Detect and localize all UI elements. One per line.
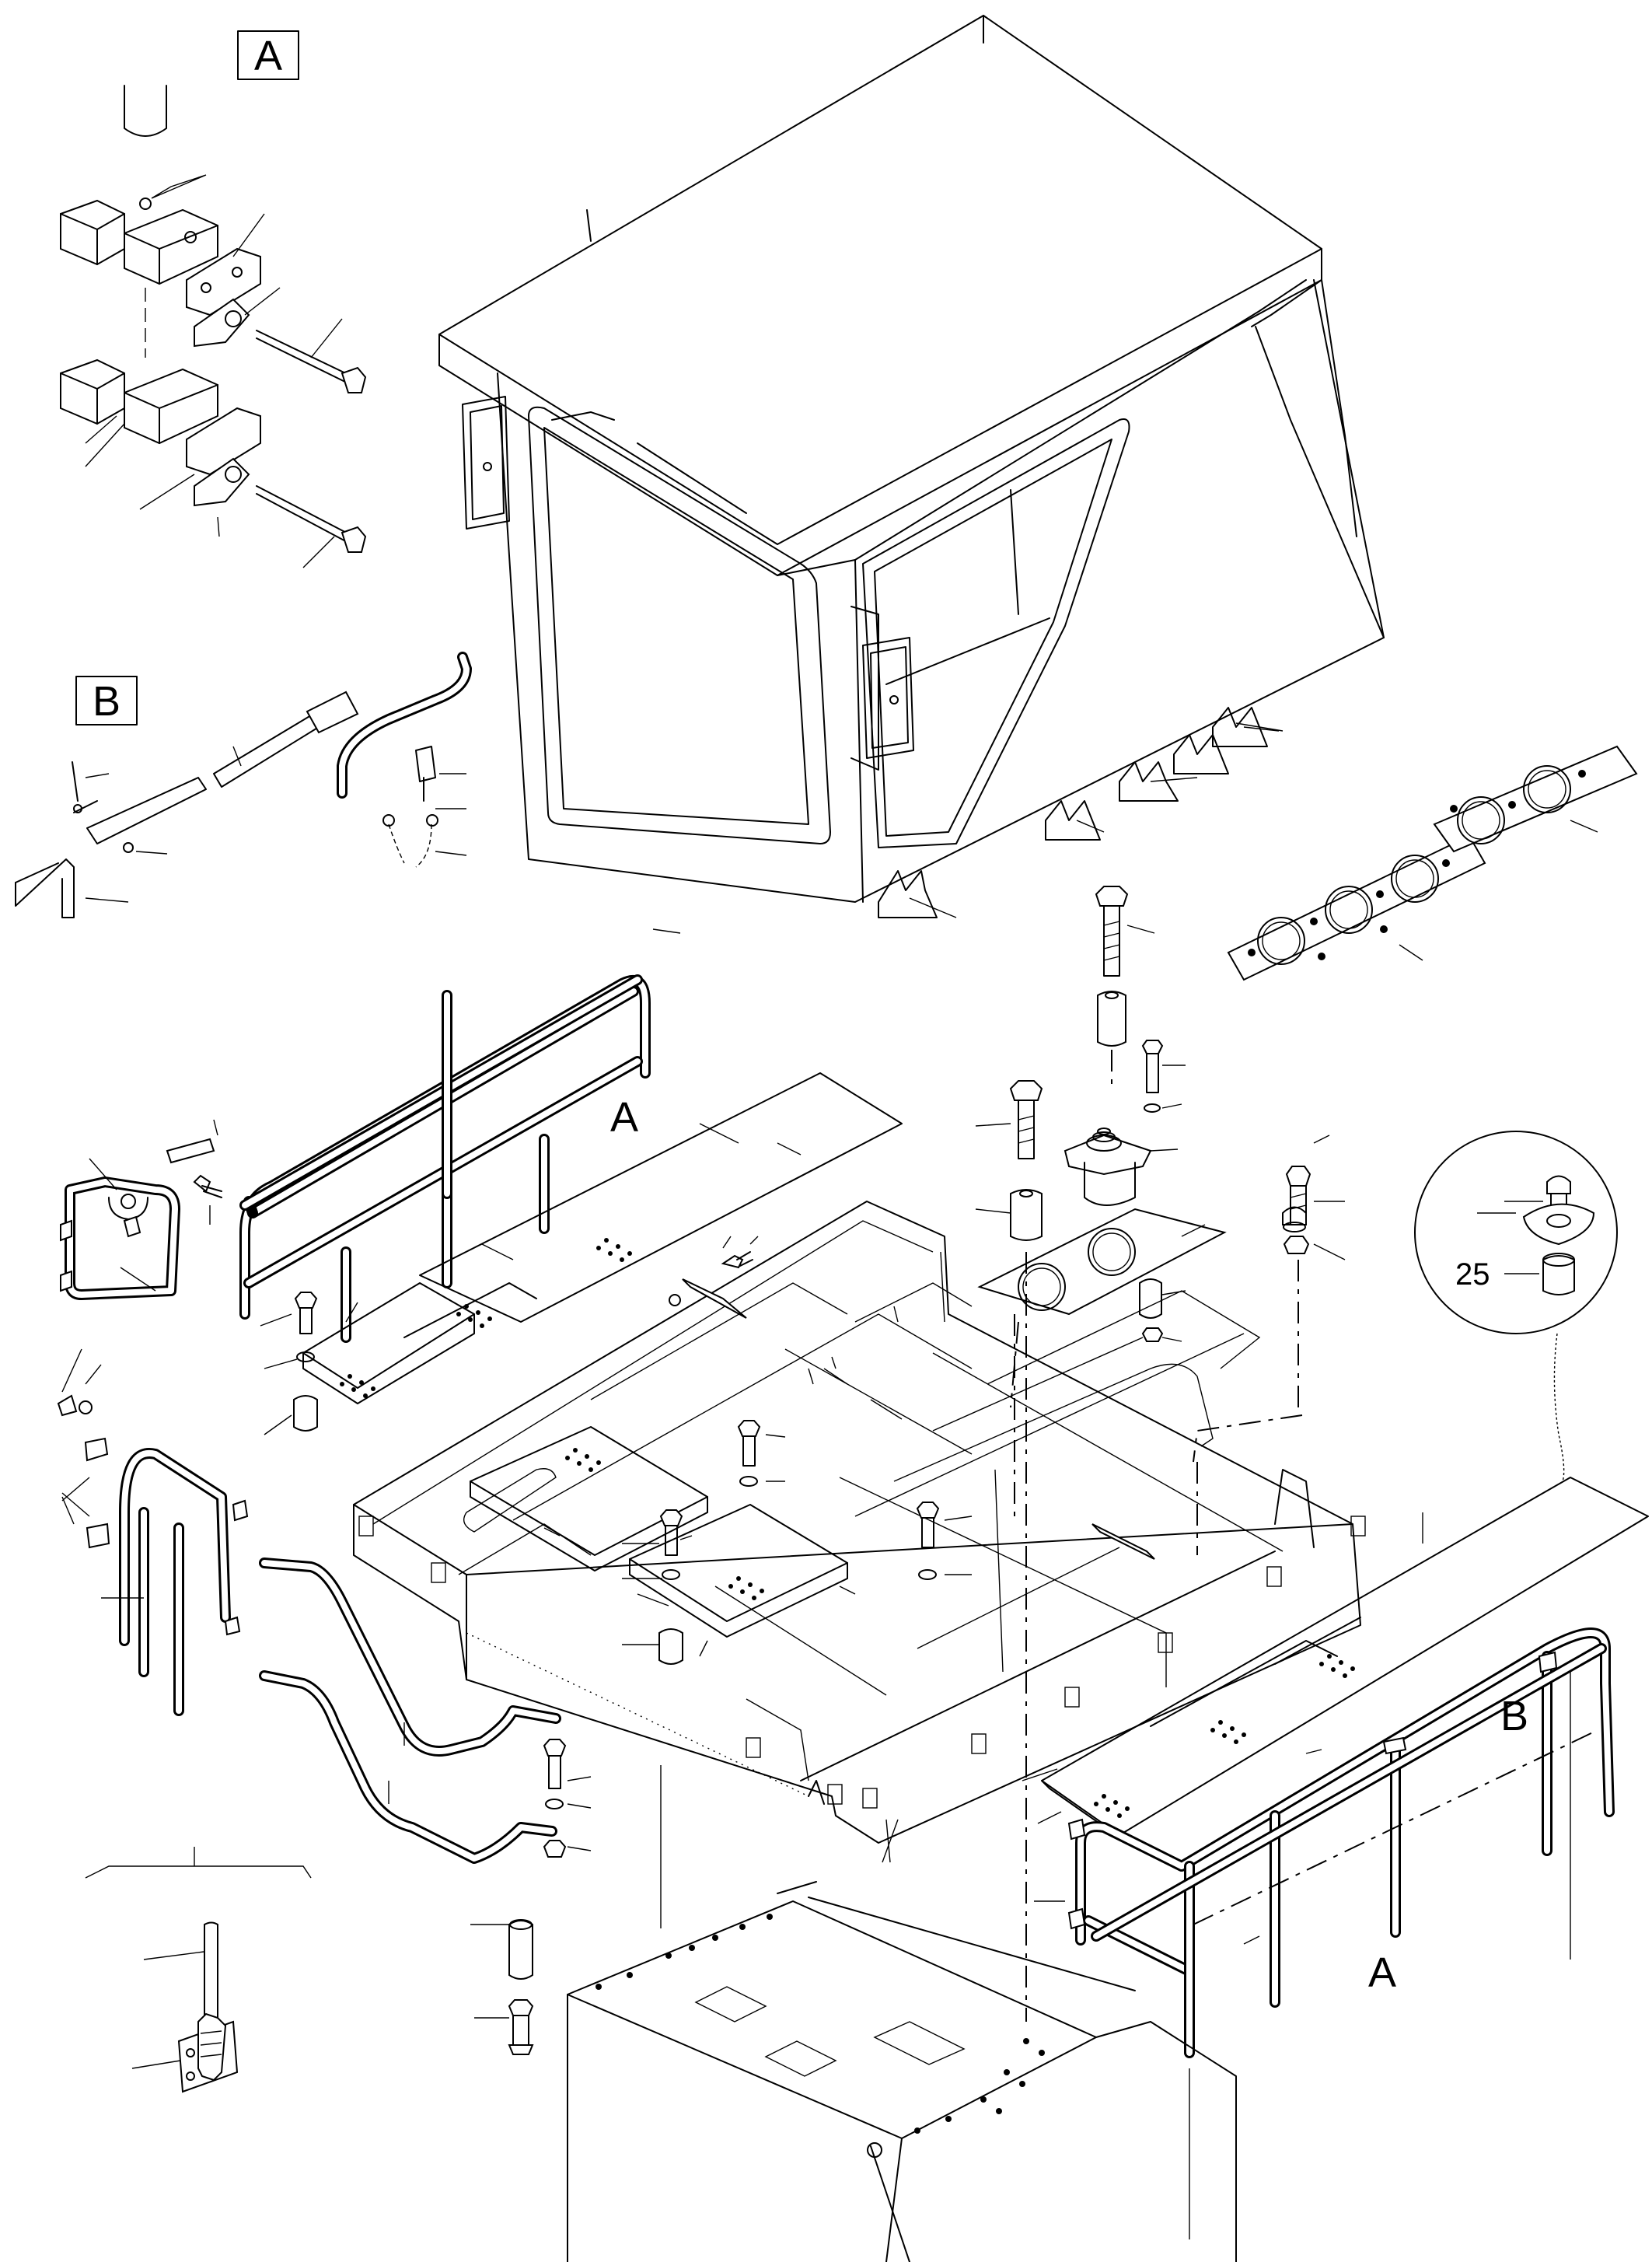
detail-b-pin-assembly [15, 652, 472, 918]
right-deck-plate [1022, 1477, 1649, 1844]
platform-frame [260, 1072, 1366, 1844]
detail-b-label: B [93, 678, 120, 725]
detail-b-callout: B [75, 676, 138, 725]
head-gaskets [1227, 745, 1638, 981]
left-gate [60, 1119, 222, 1300]
left-step-gate [57, 1348, 249, 1716]
rail-a-top-left: A [239, 928, 681, 1343]
leader-lines [839, 1585, 1260, 1945]
chassis-base [567, 1765, 1237, 2262]
rail-a-right-label: A [1368, 1949, 1396, 1996]
detail-a-clamp-assembly [60, 85, 367, 568]
rail-b-right-label: B [1500, 1693, 1528, 1739]
detail-a-callout: A [237, 30, 299, 80]
part-number-25: 25 [1455, 1257, 1490, 1292]
rail-a-left-label: A [610, 1094, 638, 1141]
detail-a-label: A [254, 33, 282, 79]
bolt-stack-lower-left [470, 1739, 592, 2055]
hinge-detail [85, 1847, 312, 2093]
detail-circle-25: 25 [1414, 1131, 1618, 1482]
support-straps [259, 1558, 561, 1864]
cab [438, 15, 1385, 918]
deck-perforations [340, 1238, 1355, 1818]
cab-mount-hardware [975, 886, 1346, 2022]
rail-right: B A [1034, 1627, 1615, 2239]
